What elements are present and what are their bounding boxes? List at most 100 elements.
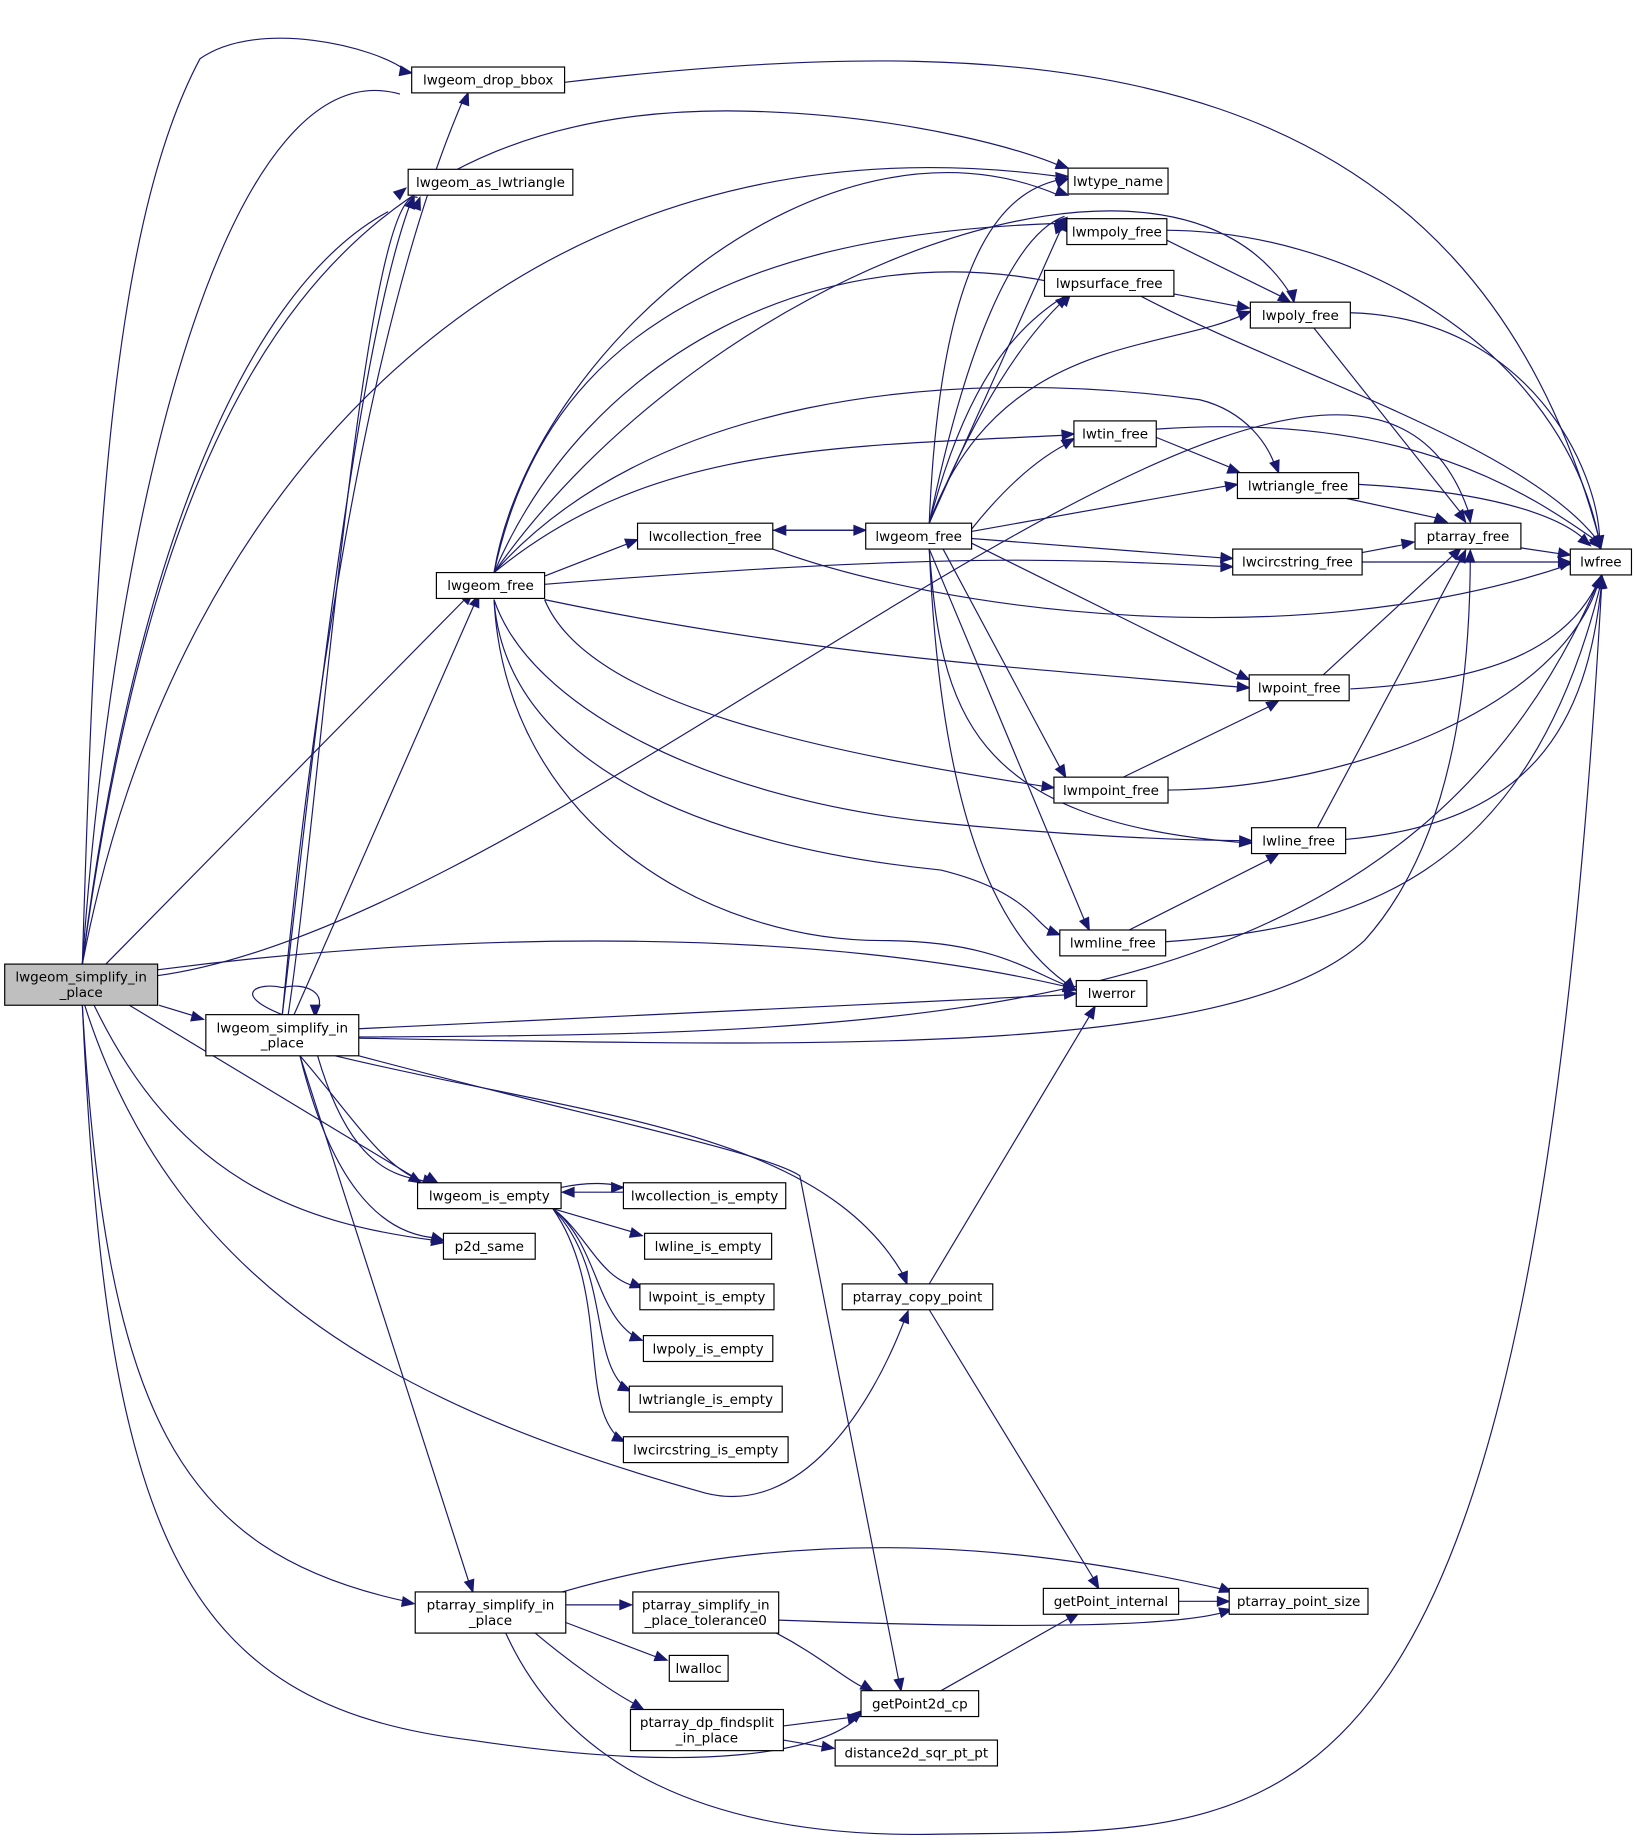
function-node-ptarray-free[interactable]: ptarray_free [1414,522,1522,550]
function-node-point-size[interactable]: ptarray_point_size [1228,1587,1369,1615]
function-node-lwerror[interactable]: lwerror [1075,979,1148,1008]
function-node-coll-is-empty[interactable]: lwcollection_is_empty [622,1182,787,1210]
function-node-label: ptarray_dp_findsplit [640,1715,774,1731]
call-edge [1361,538,1416,554]
function-node-lwtriangle-free[interactable]: lwtriangle_free [1236,472,1360,500]
function-node-pa-simp-tol0[interactable]: ptarray_simplify_in_place_tolerance0 [632,1591,780,1634]
call-edge [928,549,1077,992]
call-edge [1313,327,1467,524]
call-edge [928,522,1067,779]
call-edge [928,292,1072,524]
call-edge [562,1547,1234,1593]
arrowhead-icon [653,1650,669,1662]
arrowhead-icon [392,187,408,201]
function-node-circ-is-empty[interactable]: lwcircstring_is_empty [622,1436,789,1464]
function-node-getPoint-internal[interactable]: getPoint_internal [1042,1587,1180,1615]
function-node-label: lwpoly_free [1262,308,1339,324]
function-node-label: ptarray_simplify_in [642,1598,770,1614]
call-edge [544,599,1056,792]
function-node-line-is-empty[interactable]: lwline_is_empty [644,1232,773,1260]
call-edge [81,110,1070,965]
arrowhead-icon [772,524,787,536]
call-edge [1322,546,1463,676]
arrowhead-icon [619,1599,634,1611]
function-node-lwtype-name[interactable]: lwtype_name [1067,167,1169,195]
call-edge [552,1208,644,1289]
function-node-drop-bbox[interactable]: lwgeom_drop_bbox [411,66,566,94]
function-node-lwcircstring-free[interactable]: lwcircstring_free [1232,548,1363,576]
function-node-pa-simp[interactable]: ptarray_simplify_in_place [414,1591,567,1634]
function-node-lwalloc[interactable]: lwalloc [668,1654,729,1682]
arrowhead-icon [1054,185,1070,197]
function-node-is-empty[interactable]: lwgeom_is_empty [416,1182,562,1210]
arrowhead-icon [1265,852,1280,865]
function-node-p2d-same[interactable]: p2d_same [442,1232,536,1260]
call-edge [560,1181,626,1194]
arrowhead-icon [628,1227,644,1238]
function-node-findsplit[interactable]: ptarray_dp_findsplit_in_place [629,1708,784,1752]
call-edge [1128,852,1280,931]
function-node-lwfree[interactable]: lwfree [1569,548,1633,576]
function-node-lwpoint-free[interactable]: lwpoint_free [1248,674,1350,702]
function-node-as-lwtriangle[interactable]: lwgeom_as_lwtriangle [407,168,574,196]
arrowhead-icon [616,1380,632,1392]
function-node-distance2d[interactable]: distance2d_sqr_pt_pt [834,1739,999,1767]
function-node-label: lwgeom_free [875,529,962,545]
function-node-copy-point[interactable]: ptarray_copy_point [841,1283,994,1311]
arrowhead-icon [628,1330,644,1342]
call-edge [1156,436,1242,474]
call-edge [1358,483,1592,547]
call-edge [493,429,1076,574]
call-edge [783,1739,836,1752]
arrowhead-icon [1236,681,1251,693]
arrowhead-icon [1236,310,1252,322]
call-edge [81,37,414,965]
arrowhead-icon [1046,925,1062,936]
call-edge [928,310,1252,524]
arrowhead-icon [1557,556,1572,568]
function-node-lwgeom-free-b[interactable]: lwgeom_free [865,522,973,550]
function-node-simp[interactable]: lwgeom_simplify_in_place [205,1014,360,1057]
function-node-label: lwcircstring_free [1242,555,1353,571]
function-node-lwmpoint-free[interactable]: lwmpoint_free [1053,776,1169,804]
function-node-lwline-free[interactable]: lwline_free [1250,827,1347,855]
function-node-root[interactable]: lwgeom_simplify_in_place [4,963,159,1006]
function-node-label: lwgeom_drop_bbox [423,73,553,89]
call-edge [971,481,1239,533]
function-node-lwcollection-free[interactable]: lwcollection_free [636,522,774,550]
function-node-label: lwgeom_simplify_in [217,1020,349,1036]
arrowhead-icon [1054,177,1070,189]
function-node-lwgeom-free-a[interactable]: lwgeom_free [435,571,546,600]
function-node-label: lwtriangle_is_empty [638,1392,773,1408]
function-node-lwtin-free[interactable]: lwtin_free [1073,420,1157,448]
call-edge [81,1005,416,1608]
call-edge [560,1186,624,1198]
call-edge [1146,229,1292,303]
call-edge [1316,548,1467,828]
function-node-lwpoly-free[interactable]: lwpoly_free [1249,301,1351,329]
function-node-lwmpoly-free[interactable]: lwmpoly_free [1066,218,1168,246]
function-node-poly-is-empty[interactable]: lwpoly_is_empty [642,1335,774,1363]
call-edge [358,1055,905,1693]
call-edge [84,1005,910,1498]
function-node-point-is-empty[interactable]: lwpoint_is_empty [639,1283,775,1311]
arrowhead-icon [1060,437,1076,450]
function-node-tri-is-empty[interactable]: lwtriangle_is_empty [628,1385,783,1413]
arrowhead-icon [1433,512,1449,524]
arrowhead-icon [1400,538,1416,550]
call-edge [928,1005,1096,1285]
arrowhead-icon [1557,547,1572,559]
arrowhead-icon [1219,551,1235,563]
call-edge [81,89,423,965]
function-node-lwpsurface-free[interactable]: lwpsurface_free [1043,269,1175,297]
function-node-getPoint2d-cp[interactable]: getPoint2d_cp [860,1690,980,1718]
function-node-label: lwtriangle_free [1248,478,1348,494]
arrowhead-icon [624,538,640,550]
function-node-label: lwcollection_is_empty [631,1188,778,1204]
function-node-lwmline-free[interactable]: lwmline_free [1059,929,1167,957]
call-edge [358,574,1605,1038]
call-edge [971,437,1076,530]
call-edge [1156,426,1603,550]
call-edge [565,1599,634,1611]
call-edge [783,1713,862,1727]
